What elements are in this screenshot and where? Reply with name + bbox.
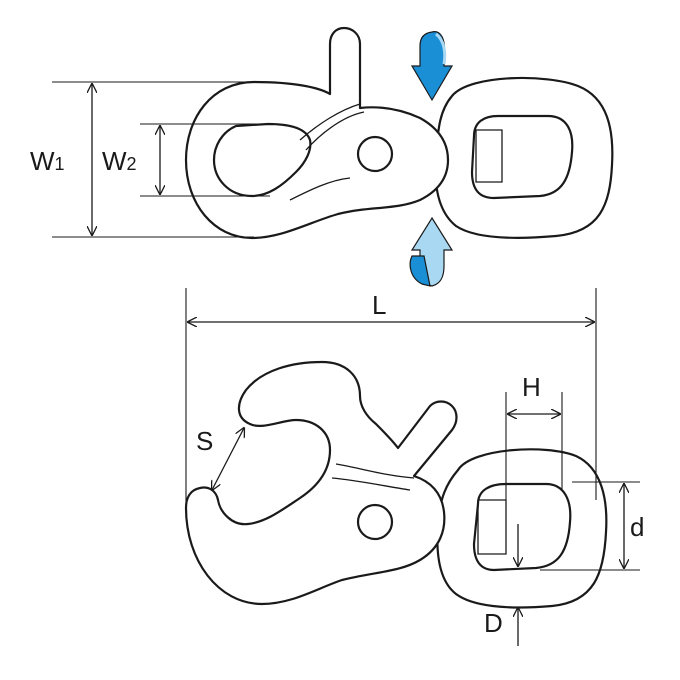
w1-label: W1 <box>30 146 65 176</box>
dim-h: H <box>505 372 563 500</box>
dim-w2: W2 <box>102 123 270 197</box>
dim-d-upper: D <box>484 524 518 646</box>
d-lower-label: d <box>630 512 644 542</box>
swivel-rotate-up-icon <box>409 216 454 287</box>
w2-label: W2 <box>102 146 137 176</box>
top-hook-body <box>184 26 450 240</box>
top-rivet <box>356 135 394 173</box>
h-label: H <box>522 372 541 402</box>
dim-s: S <box>196 426 244 490</box>
bottom-swivel-eye <box>436 448 608 609</box>
top-swivel-eye <box>434 76 614 239</box>
bottom-view: L H S d D <box>184 288 644 646</box>
top-view: W1 W2 <box>30 26 614 287</box>
dim-d: d <box>540 481 644 571</box>
swivel-rotate-down-icon <box>410 31 454 102</box>
bottom-hook-body <box>184 360 458 606</box>
s-label: S <box>196 426 213 456</box>
d-upper-label: D <box>484 608 503 638</box>
dim-l: L <box>185 288 597 510</box>
dim-w1: W1 <box>30 81 254 238</box>
bottom-rivet <box>356 503 394 541</box>
l-label: L <box>372 290 386 320</box>
